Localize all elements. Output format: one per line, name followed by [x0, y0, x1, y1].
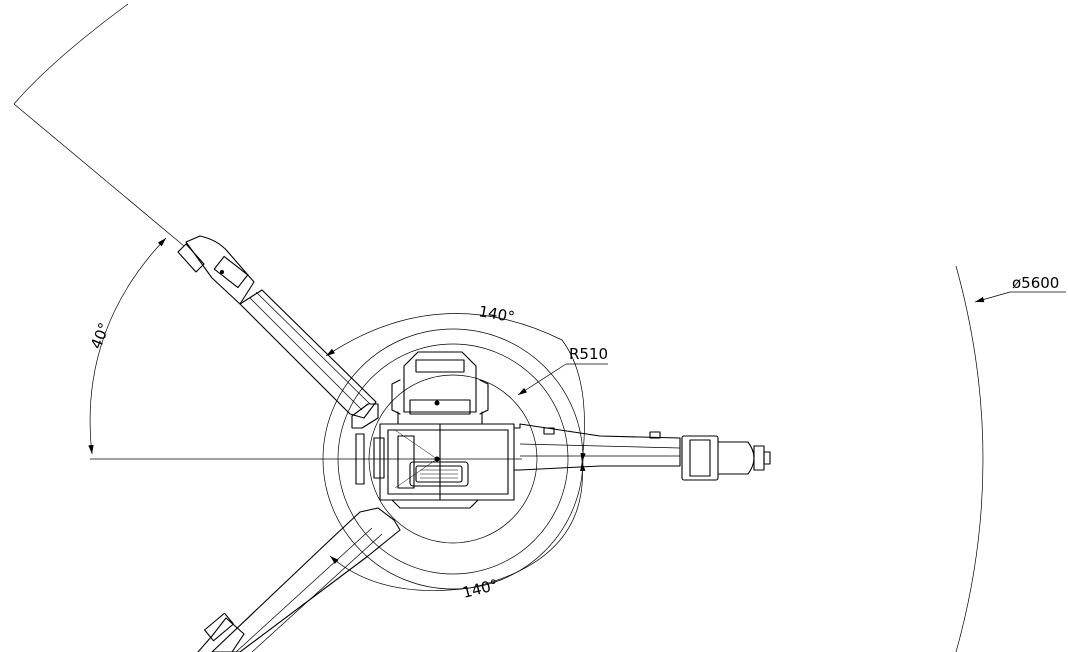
- robot-arm-right: [513, 423, 771, 481]
- dim-angle-lower-label: 140°: [461, 576, 500, 602]
- leader-r510: [517, 363, 567, 396]
- angle-arc-140-lower: [329, 461, 586, 591]
- angle-arc-40: [88, 237, 167, 455]
- angle-arc-140-upper: [325, 313, 586, 463]
- reach-arc-right: [955, 265, 984, 652]
- robot-arm-lower: [197, 507, 401, 652]
- robot-arm-upper: [177, 235, 377, 419]
- dim-angle-left-label: 40°: [87, 320, 114, 351]
- robot-base: [351, 351, 515, 509]
- leader-diameter: [974, 291, 1011, 303]
- dim-angle-upper-label: 140°: [477, 302, 516, 326]
- boundary-line-upper: [13, 103, 185, 247]
- dim-diameter-label: ø5600: [1012, 274, 1059, 292]
- dim-radius-label: R510: [569, 345, 608, 363]
- reach-arc-left: [13, 3, 129, 105]
